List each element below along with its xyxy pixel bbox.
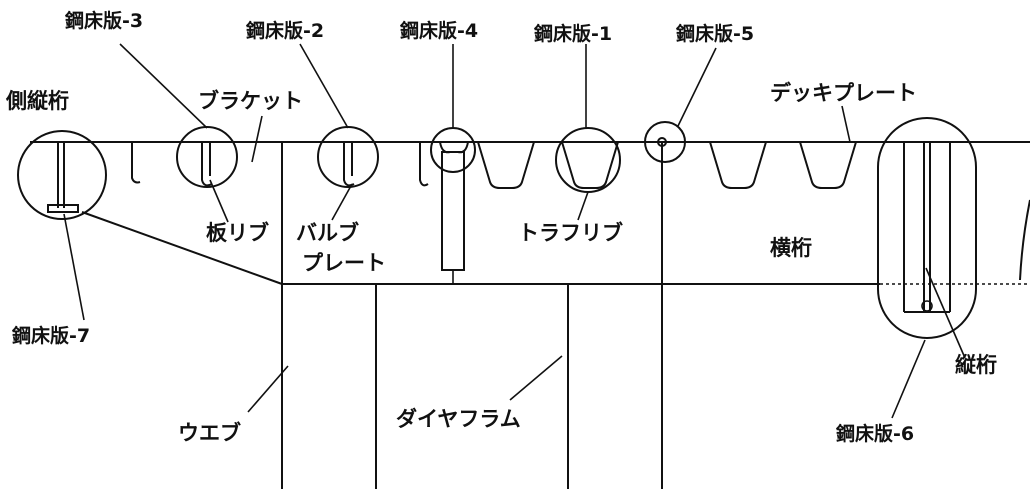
label-bulb-plate-2: プレート bbox=[302, 251, 386, 275]
label-cross-beam: 横桁 bbox=[770, 236, 812, 260]
leader-plate3 bbox=[119, 43, 208, 129]
leader-plate7 bbox=[63, 213, 85, 321]
flat-rib-small bbox=[131, 142, 141, 184]
label-plate2: 鋼床版-2 bbox=[245, 19, 324, 42]
leader-bulb-plate bbox=[331, 183, 353, 221]
label-stringer: 縦桁 bbox=[955, 353, 997, 377]
bracket-bottom-line bbox=[81, 211, 283, 285]
leader-stringer bbox=[925, 267, 966, 359]
leader-diaphragm bbox=[509, 355, 563, 401]
right-edge-curve bbox=[1019, 199, 1030, 281]
label-deck-plate: デッキプレート bbox=[770, 81, 917, 105]
trough-rib-d bbox=[799, 141, 857, 189]
label-trough-rib: トラフリブ bbox=[518, 221, 623, 245]
side-girder-detail bbox=[17, 130, 107, 220]
label-plate6: 鋼床版-6 bbox=[835, 422, 914, 445]
label-plate7: 鋼床版-7 bbox=[11, 324, 90, 347]
label-diaphragm: ダイヤフラム bbox=[396, 407, 521, 431]
leader-deck-plate bbox=[841, 105, 851, 143]
leader-web bbox=[247, 365, 289, 413]
leader-trough-rib bbox=[577, 191, 589, 221]
label-web: ウエブ bbox=[178, 421, 241, 445]
plate2-detail bbox=[317, 126, 379, 188]
leader-plate2 bbox=[299, 43, 349, 129]
bulb-rib-small bbox=[419, 142, 429, 187]
plate6-detail bbox=[877, 117, 977, 339]
label-plate1: 鋼床版-1 bbox=[533, 22, 612, 45]
leader-plate5 bbox=[677, 47, 717, 127]
label-bulb-plate-1: バルブ bbox=[296, 221, 359, 245]
leader-flat-rib bbox=[209, 179, 229, 223]
leader-plate6 bbox=[891, 339, 926, 419]
plate3-detail bbox=[176, 126, 238, 188]
plate4-detail bbox=[430, 127, 476, 284]
plate1-detail bbox=[555, 127, 621, 193]
label-plate5: 鋼床版-5 bbox=[675, 22, 754, 45]
plate5-detail bbox=[644, 121, 686, 163]
label-bracket: ブラケット bbox=[198, 89, 303, 113]
label-side-girder: 側縦桁 bbox=[5, 89, 69, 113]
label-plate3: 鋼床版-3 bbox=[64, 9, 143, 32]
trough-rib-c bbox=[709, 141, 767, 189]
leader-bracket bbox=[251, 115, 263, 163]
label-plate4: 鋼床版-4 bbox=[399, 19, 478, 42]
label-flat-rib: 板リブ bbox=[206, 221, 269, 245]
trough-rib-a bbox=[477, 141, 535, 189]
